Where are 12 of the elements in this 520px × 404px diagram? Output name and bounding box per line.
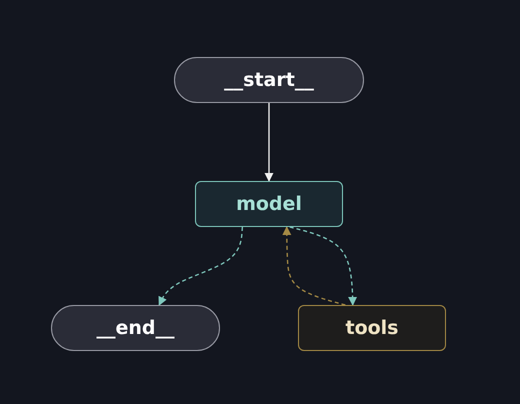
arrow bbox=[264, 103, 274, 182]
arrow bbox=[282, 226, 346, 306]
terminal-pill bbox=[174, 57, 364, 103]
node-label: tools bbox=[345, 317, 398, 339]
arrow bbox=[158, 226, 243, 306]
node-label: model bbox=[236, 193, 302, 215]
terminal-pill bbox=[51, 305, 220, 351]
process-box bbox=[195, 181, 343, 227]
node-label: __end__ bbox=[96, 317, 174, 339]
arrow bbox=[290, 226, 358, 306]
process-box bbox=[298, 305, 446, 351]
node-label: __start__ bbox=[224, 69, 314, 91]
